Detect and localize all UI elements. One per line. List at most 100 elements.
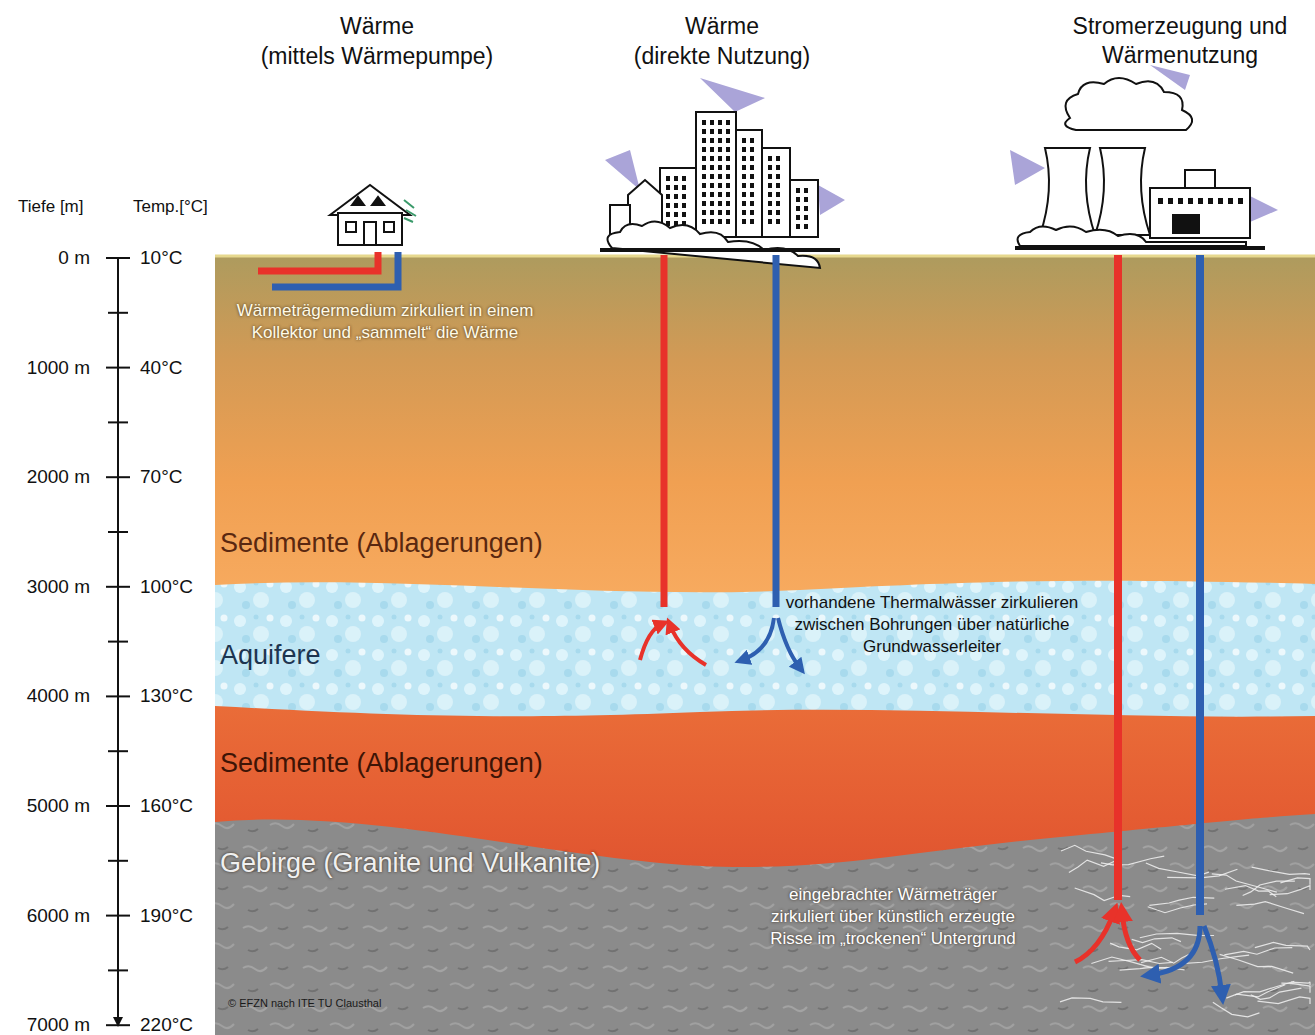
window xyxy=(1208,198,1213,204)
window xyxy=(702,156,706,161)
window xyxy=(750,156,754,161)
window xyxy=(750,174,754,179)
window xyxy=(796,215,800,220)
window xyxy=(702,138,706,143)
window xyxy=(750,210,754,215)
depth-value: 0 m xyxy=(0,246,90,271)
axis-title: Temp.[°C] xyxy=(133,196,208,218)
window xyxy=(1198,198,1203,204)
temperature-value: 40°C xyxy=(140,356,182,381)
axis-tick xyxy=(106,257,130,259)
house-roof xyxy=(330,185,410,215)
axis-tick xyxy=(108,531,128,533)
window xyxy=(726,165,730,170)
window xyxy=(742,219,746,224)
window xyxy=(750,219,754,224)
window xyxy=(718,219,722,224)
window xyxy=(666,203,670,208)
window xyxy=(718,192,722,197)
layer-name: Gebirge (Granite und Vulkanite) xyxy=(220,846,600,881)
fracture-line xyxy=(1110,943,1161,950)
cooling-tower xyxy=(1040,148,1095,235)
aquifer-layer xyxy=(215,581,1315,717)
window xyxy=(674,203,678,208)
window xyxy=(710,147,714,152)
fracture-line xyxy=(1061,845,1119,860)
window xyxy=(702,147,706,152)
window xyxy=(768,183,772,188)
window xyxy=(742,138,746,143)
depth-value: 1000 m xyxy=(0,356,90,381)
house-door xyxy=(364,222,376,245)
window xyxy=(742,165,746,170)
window xyxy=(710,156,714,161)
window xyxy=(718,138,722,143)
axis-title: Tiefe [m] xyxy=(18,196,84,218)
depth-value: 5000 m xyxy=(0,794,90,819)
window xyxy=(1168,198,1173,204)
window xyxy=(726,174,730,179)
window xyxy=(776,183,780,188)
axis-line xyxy=(117,258,119,1022)
ground-slab xyxy=(600,248,840,252)
window xyxy=(796,224,800,229)
window xyxy=(1188,198,1193,204)
depth-value: 7000 m xyxy=(0,1013,90,1035)
building-windows xyxy=(666,120,808,229)
fracture-line xyxy=(1132,938,1181,943)
temperature-value: 190°C xyxy=(140,904,193,929)
axis-tick xyxy=(108,750,128,752)
window xyxy=(710,201,714,206)
window xyxy=(702,183,706,188)
window xyxy=(726,210,730,215)
fracture-line xyxy=(1252,867,1310,874)
production-well xyxy=(1114,255,1122,900)
axis-tick xyxy=(106,1024,130,1026)
window xyxy=(796,206,800,211)
temperature-value: 10°C xyxy=(140,246,182,271)
fracture-line xyxy=(1213,1002,1260,1017)
window xyxy=(702,210,706,215)
window xyxy=(796,197,800,202)
window xyxy=(710,192,714,197)
window xyxy=(710,165,714,170)
fracture-line xyxy=(1236,902,1304,914)
window xyxy=(702,192,706,197)
window xyxy=(776,192,780,197)
axis-tick xyxy=(108,969,128,971)
granite-layer xyxy=(215,814,1315,1035)
flow-arrow xyxy=(742,618,774,660)
fracture-line xyxy=(1224,948,1292,955)
window xyxy=(768,156,772,161)
house-window xyxy=(384,222,394,232)
depth-value: 4000 m xyxy=(0,684,90,709)
collector-pipe-cold xyxy=(272,252,398,287)
flow-arrow xyxy=(640,624,662,660)
window xyxy=(718,156,722,161)
window xyxy=(804,188,808,193)
building xyxy=(762,148,790,237)
fracture-line xyxy=(1225,886,1276,897)
door xyxy=(1172,214,1200,234)
window xyxy=(768,174,772,179)
window xyxy=(682,185,686,190)
window xyxy=(804,224,808,229)
fracture-line xyxy=(1109,960,1173,964)
window xyxy=(682,203,686,208)
window xyxy=(674,212,678,217)
fracture-line xyxy=(1251,988,1302,999)
window xyxy=(710,138,714,143)
window xyxy=(726,129,730,134)
axis-tick xyxy=(108,641,128,643)
fracture-line xyxy=(1257,997,1310,1004)
axis-tick xyxy=(106,695,130,697)
plant-windows xyxy=(1158,198,1243,234)
window xyxy=(710,210,714,215)
flow-arrow xyxy=(1122,912,1140,960)
window xyxy=(726,156,730,161)
axis-tick xyxy=(106,586,130,588)
window xyxy=(1238,198,1243,204)
window xyxy=(726,219,730,224)
window xyxy=(776,174,780,179)
